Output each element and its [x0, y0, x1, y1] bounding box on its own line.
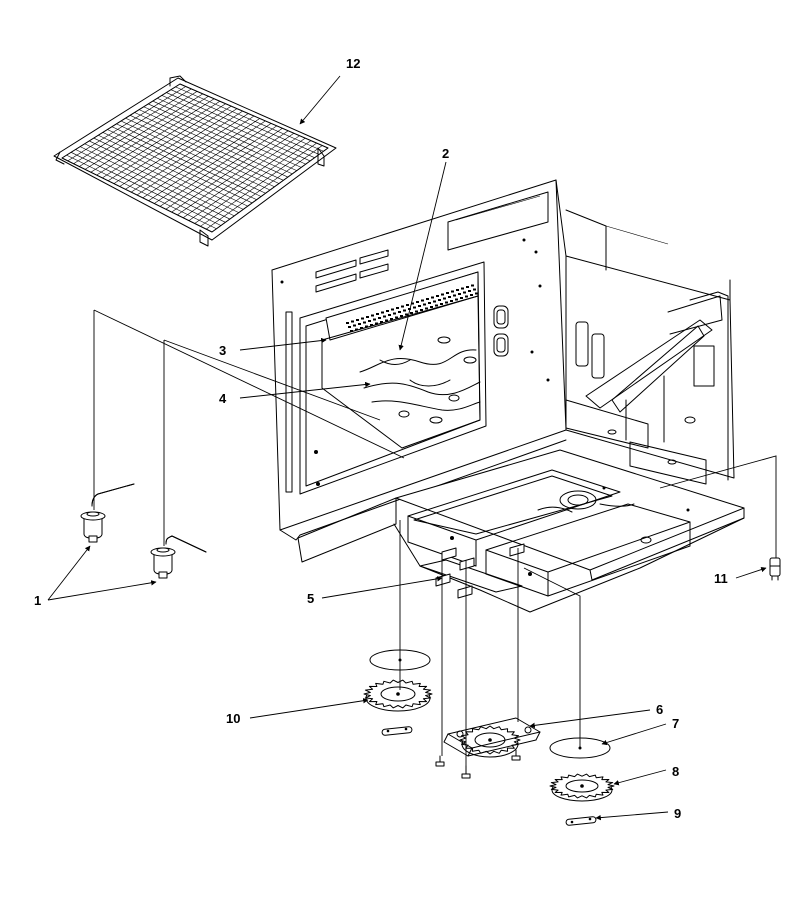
assembly-lines	[93, 309, 777, 766]
callout-10: 10	[226, 711, 240, 726]
callout-labels: 12 2 3 4 5 6 7 8 9 10 11 1	[34, 56, 728, 821]
callout-7: 7	[672, 716, 679, 731]
base-plate	[297, 449, 745, 613]
igniter-element-left	[80, 483, 135, 543]
motor-bracket	[435, 717, 541, 779]
oven-chassis	[271, 179, 735, 541]
callout-8: 8	[672, 764, 679, 779]
callout-12: 12	[346, 56, 360, 71]
pin-left	[381, 726, 413, 736]
gear-left	[363, 679, 433, 712]
callout-leaders	[47, 75, 767, 821]
pin-right	[565, 816, 597, 826]
callout-4: 4	[219, 391, 227, 406]
callout-3: 3	[219, 343, 226, 358]
callout-6: 6	[656, 702, 663, 717]
callout-9: 9	[674, 806, 681, 821]
callout-5: 5	[307, 591, 314, 606]
wire-rack	[53, 75, 337, 247]
callout-11: 11	[714, 571, 728, 586]
connector-clip	[769, 557, 781, 581]
gear-right	[549, 773, 615, 802]
callout-1: 1	[34, 593, 41, 608]
igniter-element-right	[150, 535, 207, 579]
callout-2: 2	[442, 146, 449, 161]
gear-center	[459, 725, 521, 758]
